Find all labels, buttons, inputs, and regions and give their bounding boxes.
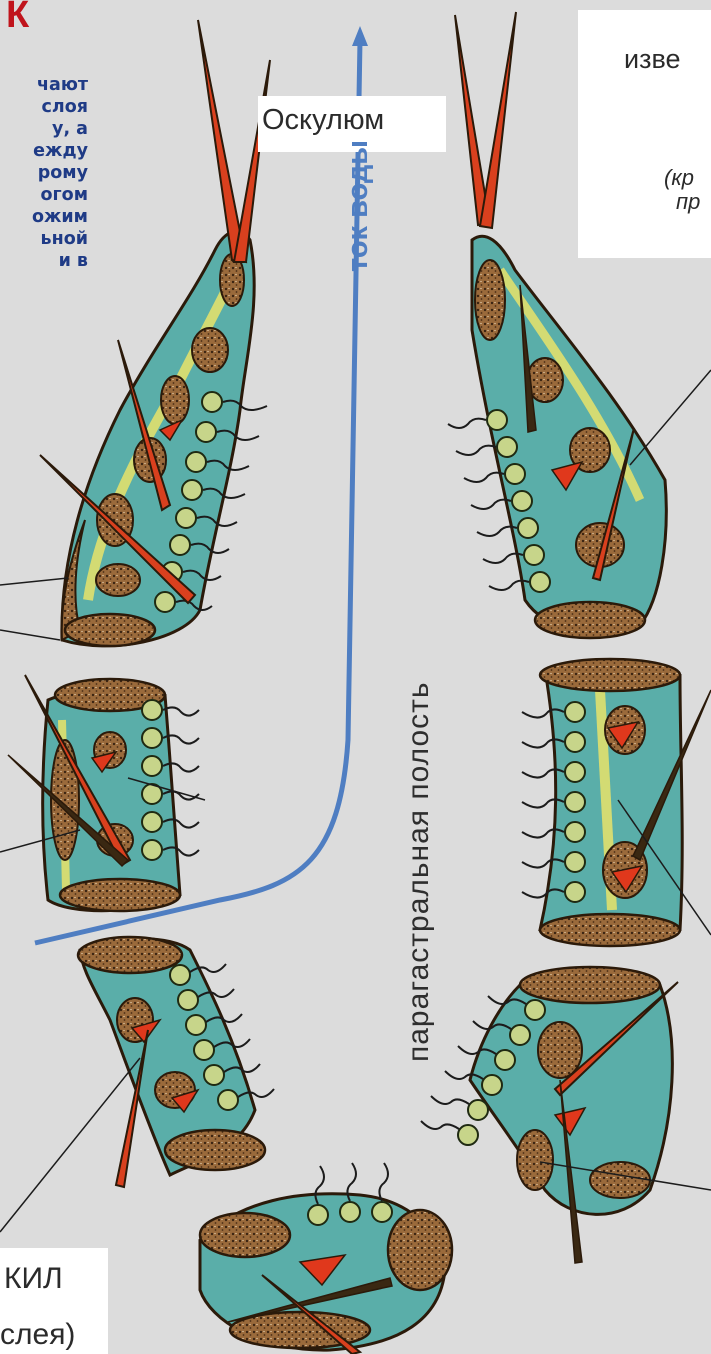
wall-segment-right-upper <box>472 236 666 638</box>
left-text-line: слоя <box>0 96 88 118</box>
left-text-line: и в <box>0 250 88 272</box>
top-right-note-text: изве <box>624 44 681 75</box>
left-text-line: рому <box>0 162 88 184</box>
left-text-line: у, а <box>0 118 88 140</box>
left-text-line: огом <box>0 184 88 206</box>
top-right-italic-line: (кр <box>664 166 694 190</box>
left-description-block: чают слоя у, а ежду рому огом ожим ьной … <box>0 74 88 272</box>
paragastric-cavity-label: парагастральная полость <box>402 681 436 1062</box>
left-text-line: ежду <box>0 140 88 162</box>
wall-segment-left-upper <box>62 231 254 646</box>
left-text-line: ьной <box>0 228 88 250</box>
water-flow-arrowhead <box>352 26 368 46</box>
osculum-label: Оскулюм <box>262 104 384 137</box>
left-text-line: чают <box>0 74 88 96</box>
bottom-left-note-line: слея) <box>0 1318 75 1352</box>
left-text-line: ожим <box>0 206 88 228</box>
choanocytes-bottom <box>308 1202 392 1225</box>
bottom-left-note-line: КИЛ <box>4 1262 63 1296</box>
water-flow-label: ток воды <box>342 140 375 272</box>
top-right-italic-line: пр <box>676 190 700 214</box>
heading-fragment: К <box>6 0 29 37</box>
